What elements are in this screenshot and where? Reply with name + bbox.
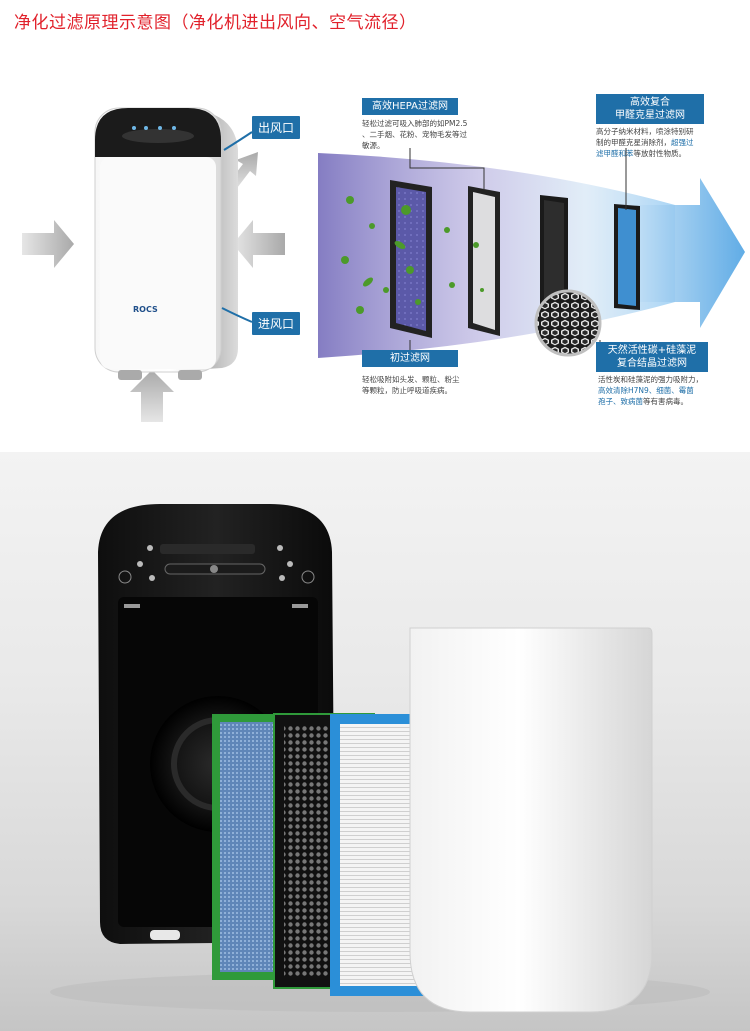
inlet-tag: 进风口 [252, 312, 301, 335]
diagram-graphics [22, 107, 745, 422]
formaldehyde-desc-line: 高分子纳米材料，喷涂特别研 [596, 127, 694, 136]
formaldehyde-desc-text: 制的甲醛克星消除剂， [596, 138, 671, 147]
carbon-desc-highlight: 孢子、致病菌 [598, 397, 643, 406]
formaldehyde-title-line: 甲醛克星过滤网 [615, 110, 685, 121]
carbon-honeycomb-magnifier [534, 289, 602, 357]
air-purifier-device [94, 107, 238, 380]
carbon-desc-text: 等有害病毒。 [643, 397, 688, 406]
hepa-filter-panel [468, 186, 500, 336]
carbon-filter-title: 天然活性碳+硅藻泥 复合结晶过滤网 [596, 342, 708, 372]
formaldehyde-filter-description: 高分子纳米材料，喷涂特别研 制的甲醛克星消除剂，超强过 滤甲醛和苯等放射性物质。 [596, 126, 726, 159]
formaldehyde-desc-line: 制的甲醛克星消除剂，超强过 [596, 137, 726, 148]
primary-filter-title: 初过滤网 [362, 350, 458, 367]
carbon-desc-line: 高效清除H7N9、细菌、霉菌 [598, 386, 694, 395]
formaldehyde-title-line: 高效复合 [630, 97, 670, 108]
formaldehyde-desc-line: 滤甲醛和苯等放射性物质。 [596, 148, 726, 159]
hepa-desc-line: 、二手烟、花粉、宠物毛发等过 [362, 130, 467, 139]
product-photo [0, 452, 750, 1031]
carbon-filter-description: 活性炭和硅藻泥的强力吸附力， 高效清除H7N9、细菌、霉菌 孢子、致病菌等有害病… [598, 374, 728, 407]
hepa-desc-line: 轻松过滤可吸入肺部的如PM2.5 [362, 119, 468, 128]
formaldehyde-desc-highlight: 超强过 [671, 138, 694, 147]
page-title: 净化过滤原理示意图（净化机进出风向、空气流径） [14, 13, 417, 33]
particle-dots [341, 196, 484, 314]
primary-filter-description: 轻松吸附如头发、颗粒、粉尘 等颗粒，防止呼吸道疾病。 [362, 374, 482, 396]
hepa-filter-description: 轻松过滤可吸入肺部的如PM2.5 、二手烟、花粉、宠物毛发等过 敏源。 [362, 118, 482, 151]
filtration-diagram: 出风口 进风口 ROCS 高效HEPA过滤网 轻松过滤可吸入肺部的如PM2.5 … [0, 40, 750, 440]
outlet-tag: 出风口 [252, 116, 301, 139]
photo-graphics [50, 504, 710, 1013]
carbon-title-line: 天然活性碳+硅藻泥 [607, 345, 697, 356]
carbon-desc-line: 活性炭和硅藻泥的强力吸附力， [598, 375, 703, 384]
hepa-desc-line: 敏源。 [362, 141, 385, 150]
formaldehyde-filter-title: 高效复合 甲醛克星过滤网 [596, 94, 704, 124]
primary-desc-line: 轻松吸附如头发、颗粒、粉尘 [362, 375, 460, 384]
carbon-desc-line: 孢子、致病菌等有害病毒。 [598, 396, 728, 407]
primary-filter-panel [390, 180, 432, 338]
front-cover-photo [409, 627, 653, 1013]
carbon-title-line: 复合结晶过滤网 [617, 358, 687, 369]
formaldehyde-filter-panel [614, 204, 640, 310]
primary-desc-line: 等颗粒，防止呼吸道疾病。 [362, 386, 452, 395]
formaldehyde-desc-highlight: 滤甲醛和苯 [596, 149, 634, 158]
hepa-filter-title: 高效HEPA过滤网 [362, 98, 458, 115]
formaldehyde-desc-text: 等放射性物质。 [633, 149, 687, 158]
device-logo: ROCS [133, 305, 158, 314]
